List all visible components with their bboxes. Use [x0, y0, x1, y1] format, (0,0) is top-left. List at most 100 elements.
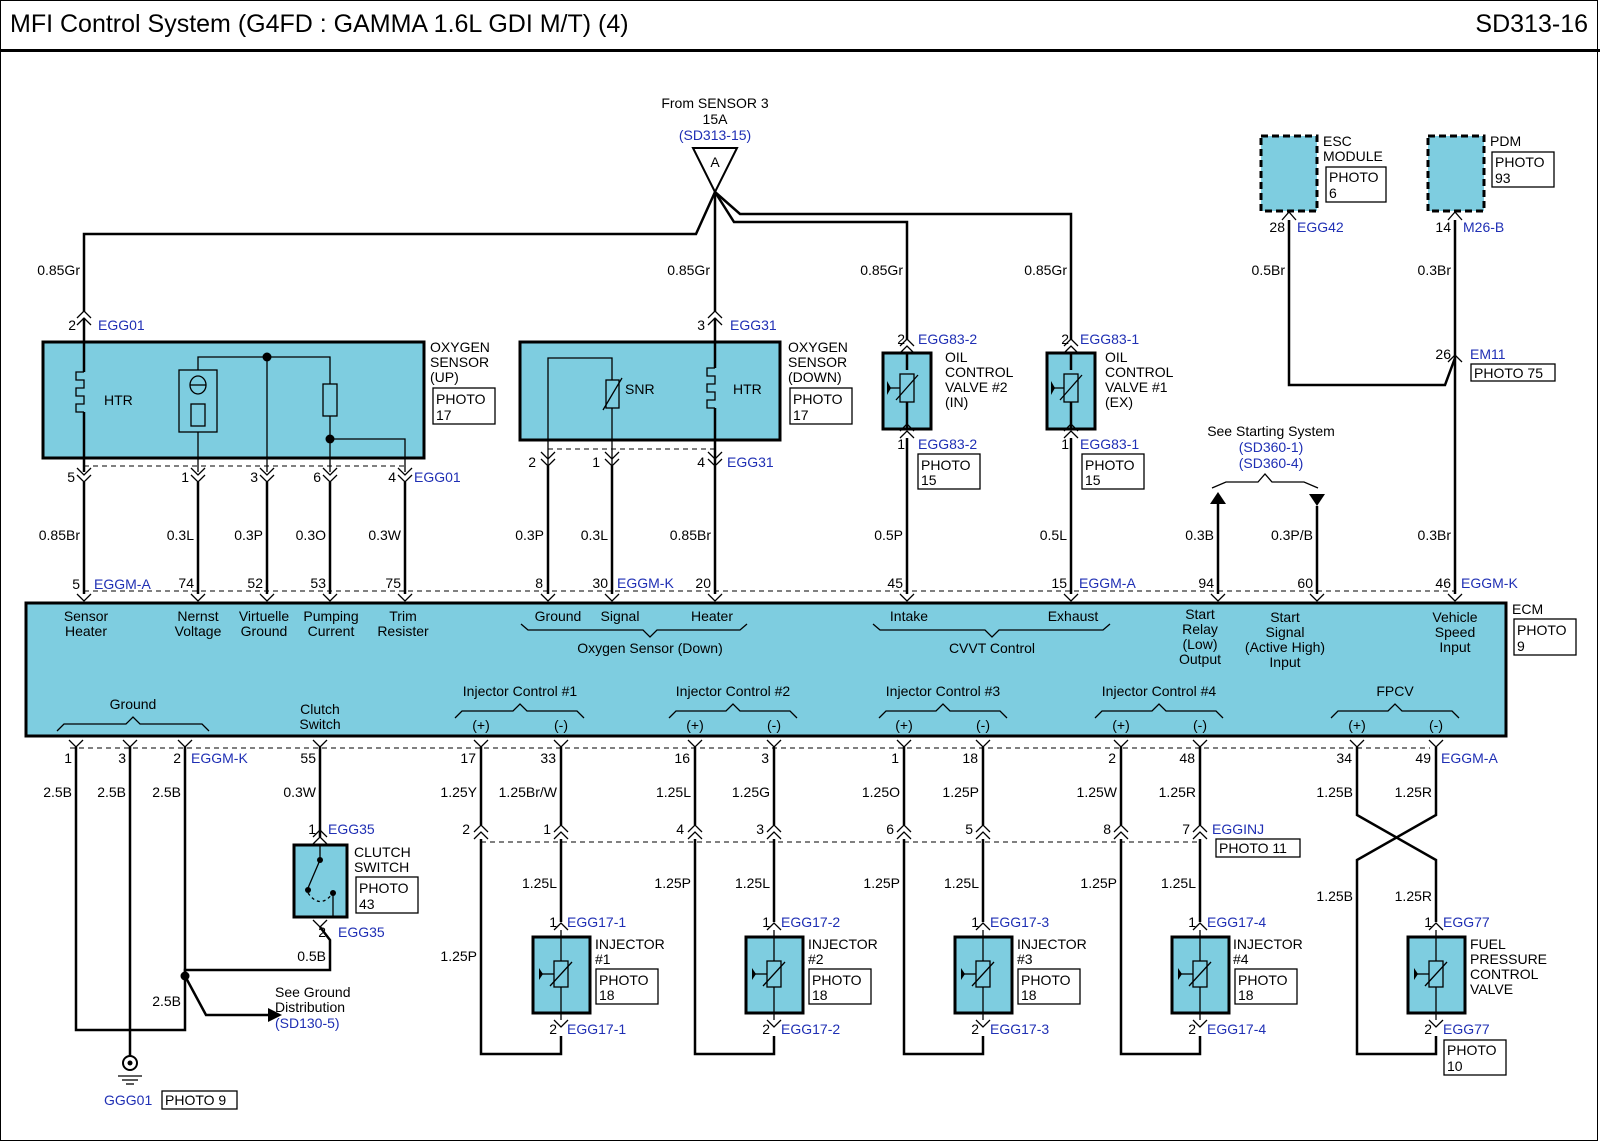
- oil-control-valve-1[interactable]: OIL CONTROL VALVE #1 (EX): [1045, 349, 1174, 431]
- connector-egg42[interactable]: EGG42: [1297, 219, 1344, 235]
- connector-egg17-2[interactable]: EGG17-2: [781, 1021, 840, 1037]
- ecm-label-text: Trim: [389, 608, 416, 624]
- pin-number: 53: [310, 575, 326, 591]
- photo-link[interactable]: PHOTO: [793, 391, 843, 407]
- photo-link[interactable]: PHOTO: [1238, 972, 1288, 988]
- photo-link[interactable]: PHOTO 75: [1474, 365, 1543, 381]
- connector-egg01[interactable]: EGG01: [98, 317, 145, 333]
- pin-number: 30: [592, 575, 608, 591]
- pin-number: 2: [318, 924, 326, 940]
- component-label: INJECTOR: [1017, 936, 1087, 952]
- photo-link[interactable]: PHOTO: [1021, 972, 1071, 988]
- connector-egg31[interactable]: EGG31: [727, 454, 774, 470]
- connector-egg17-3[interactable]: EGG17-3: [990, 1021, 1049, 1037]
- connector-egg83-2[interactable]: EGG83-2: [918, 331, 977, 347]
- connector-eggm-a[interactable]: EGGM-A: [1079, 575, 1136, 591]
- photo-number: 18: [812, 987, 828, 1003]
- wire-label: 0.85Gr: [860, 262, 903, 278]
- ecm-module[interactable]: ECM PHOTO 9: [24, 590, 1577, 749]
- photo-link[interactable]: PHOTO: [359, 880, 409, 896]
- ground-dist-ref-link[interactable]: (SD130-5): [275, 1015, 340, 1031]
- connector-eggm-k[interactable]: EGGM-K: [1461, 575, 1518, 591]
- ecm-label-text: Pumping: [303, 608, 358, 624]
- injector-3[interactable]: 1 EGG17-3 2 EGG17-3 INJECTOR #3 PHOTO 18: [953, 914, 1087, 1037]
- connector-eggm-k[interactable]: EGGM-K: [617, 575, 674, 591]
- injector-2[interactable]: 1 EGG17-2 2 EGG17-2 INJECTOR #2 PHOTO 18: [744, 914, 878, 1037]
- ecm-label-text: Exhaust: [1048, 608, 1099, 624]
- htr-label: HTR: [733, 381, 762, 397]
- wire-label: 1.25P: [942, 784, 979, 800]
- pdm-module[interactable]: PDM PHOTO 93 14 M26-B 0.3Br 26 EM11 PHOT…: [1418, 133, 1556, 594]
- connector-egg17-1[interactable]: EGG17-1: [567, 1021, 626, 1037]
- connector-eggm-a[interactable]: EGGM-A: [1441, 750, 1498, 766]
- wire-label: 1.25L: [735, 875, 770, 891]
- connector-egg35[interactable]: EGG35: [328, 821, 375, 837]
- connector-egg83-1[interactable]: EGG83-1: [1080, 436, 1139, 452]
- connector-em11[interactable]: EM11: [1470, 346, 1506, 362]
- pin-number: 94: [1198, 575, 1214, 591]
- header-bar: MFI Control System (G4FD : GAMMA 1.6L GD…: [0, 0, 1600, 52]
- photo-number: 93: [1495, 170, 1511, 186]
- component-label: (EX): [1105, 394, 1133, 410]
- connector-egg17-2[interactable]: EGG17-2: [781, 914, 840, 930]
- connector-egg17-4[interactable]: EGG17-4: [1207, 914, 1266, 930]
- photo-link[interactable]: PHOTO: [812, 972, 862, 988]
- photo-link[interactable]: PHOTO: [599, 972, 649, 988]
- wire-label: 2.5B: [43, 784, 72, 800]
- connector-egg01[interactable]: EGG01: [414, 469, 461, 485]
- photo-link[interactable]: PHOTO: [1517, 622, 1567, 638]
- wire-label: 1.25L: [944, 875, 979, 891]
- photo-link[interactable]: PHOTO: [1447, 1042, 1497, 1058]
- oxygen-sensor-down[interactable]: HTR SNR OXYGEN SENSOR (DOWN) PHOTO 17: [518, 318, 853, 465]
- connector-eggm-a[interactable]: EGGM-A: [94, 576, 151, 592]
- injector-1[interactable]: 1 EGG17-1 2 EGG17-1 INJECTOR #1 PHOTO 18: [531, 914, 665, 1037]
- connector-egg77[interactable]: EGG77: [1443, 1021, 1490, 1037]
- photo-link[interactable]: PHOTO 9: [165, 1092, 226, 1108]
- fuel-pressure-control-valve[interactable]: 1.25B 1.25R 1.25B 1.25R 1 EGG77 2 EGG77 …: [1316, 747, 1547, 1076]
- photo-link[interactable]: PHOTO 11: [1219, 840, 1287, 856]
- wire-label: 1.25B: [1316, 784, 1353, 800]
- photo-link[interactable]: PHOTO: [921, 457, 971, 473]
- photo-link[interactable]: PHOTO: [1329, 169, 1379, 185]
- connector-egg17-3[interactable]: EGG17-3: [990, 914, 1049, 930]
- starting-ref-link[interactable]: (SD360-4): [1239, 455, 1304, 471]
- connector-egg77[interactable]: EGG77: [1443, 914, 1490, 930]
- ecm-label-text: Intake: [890, 608, 928, 624]
- photo-link[interactable]: PHOTO: [1085, 457, 1135, 473]
- connector-eggm-k[interactable]: EGGM-K: [191, 750, 248, 766]
- connector-egg83-2[interactable]: EGG83-2: [918, 436, 977, 452]
- connector-m26b[interactable]: M26-B: [1463, 219, 1504, 235]
- ecm-label-text: Start: [1270, 609, 1300, 625]
- connector-egg17-4[interactable]: EGG17-4: [1207, 1021, 1266, 1037]
- wire-label: 0.85Br: [670, 527, 712, 543]
- connector-egg35[interactable]: EGG35: [338, 924, 385, 940]
- esc-module[interactable]: ESC MODULE PHOTO 6 28 EGG42 0.5Br: [1252, 133, 1457, 387]
- connector-egginj[interactable]: EGGINJ: [1212, 821, 1264, 837]
- pin-number: 1: [1424, 914, 1432, 930]
- source-ref-link[interactable]: (SD313-15): [679, 127, 751, 143]
- wire-label: 1.25L: [1161, 875, 1196, 891]
- ecm-label-text: (Active High): [1245, 639, 1325, 655]
- oxygen-sensor-up[interactable]: HTR OXYGEN SENSOR (UP) PHOTO 17: [41, 318, 496, 472]
- connector-egg83-1[interactable]: EGG83-1: [1080, 331, 1139, 347]
- injector-4[interactable]: 1 EGG17-4 2 EGG17-4 INJECTOR #4 PHOTO 18: [1170, 914, 1303, 1037]
- connector-egg17-1[interactable]: EGG17-1: [567, 914, 626, 930]
- photo-link[interactable]: PHOTO: [1495, 154, 1545, 170]
- pin-number: 60: [1297, 575, 1313, 591]
- component-label: OIL: [945, 349, 968, 365]
- wire-label: 0.5L: [1040, 527, 1067, 543]
- pin-number: 15: [1051, 575, 1067, 591]
- component-label: INJECTOR: [1233, 936, 1303, 952]
- pin-number: 3: [756, 821, 764, 837]
- pin-number: 52: [247, 575, 263, 591]
- pin-number: 20: [695, 575, 711, 591]
- starting-ref-link[interactable]: (SD360-1): [1239, 439, 1304, 455]
- component-label: SWITCH: [354, 859, 409, 875]
- clutch-switch[interactable]: 0.3W 1 EGG35 CLUTCH SWITCH PHOTO 43 2 EG…: [183, 747, 419, 976]
- oil-control-valve-2[interactable]: OIL CONTROL VALVE #2 (IN): [881, 349, 1014, 431]
- photo-link[interactable]: PHOTO: [436, 391, 486, 407]
- connector-ggg01[interactable]: GGG01: [104, 1092, 152, 1108]
- connector-egg31[interactable]: EGG31: [730, 317, 777, 333]
- ecm-label-text: (-): [976, 717, 990, 733]
